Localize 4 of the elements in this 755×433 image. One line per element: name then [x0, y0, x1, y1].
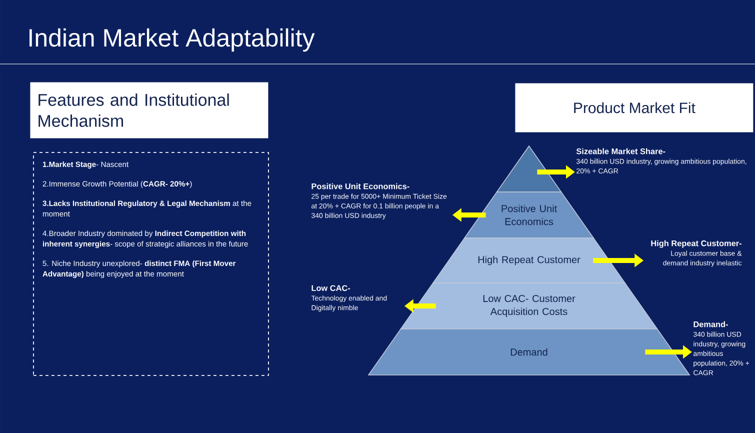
title: Indian Market Adaptability [30, 28, 315, 52]
dashed-list-box [33, 152, 269, 376]
section-header: Product Market Fit [515, 83, 754, 132]
section-header: Features and Institutional Mechanism [30, 82, 268, 138]
